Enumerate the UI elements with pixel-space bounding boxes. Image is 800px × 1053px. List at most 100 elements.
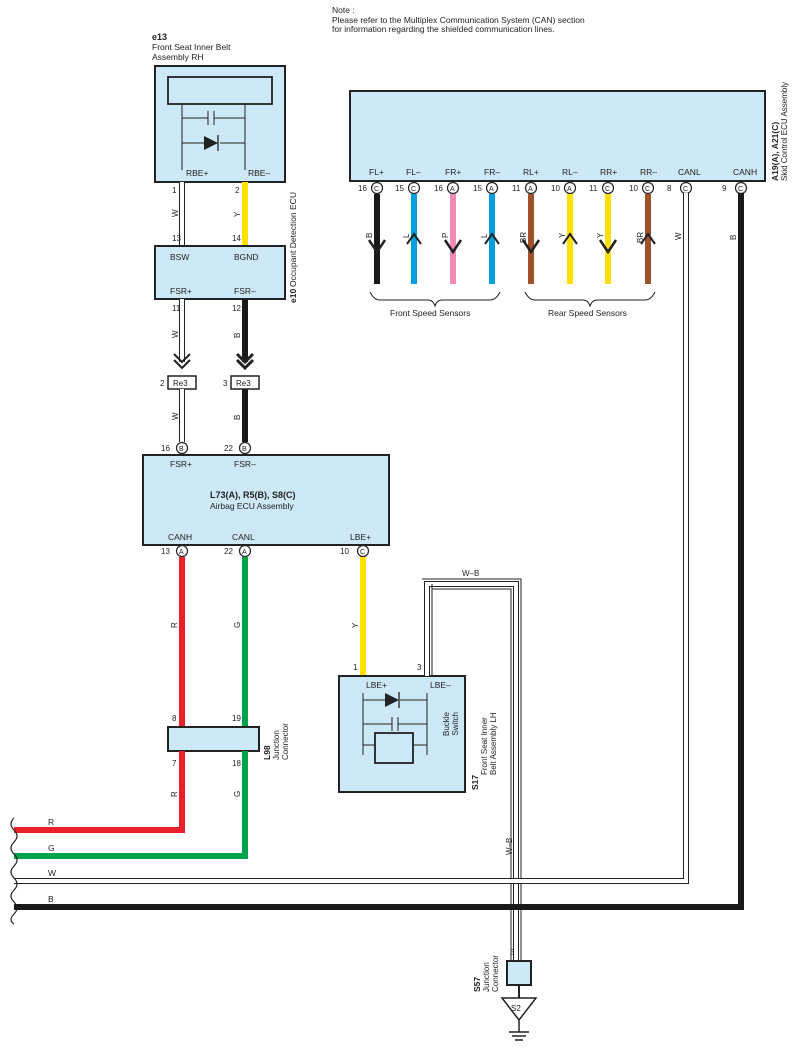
skid-wire-label: Y: [558, 232, 567, 238]
wire-label-shield-top: W–B: [462, 569, 479, 578]
wire-can-airbag: R G: [170, 557, 248, 728]
skid-pin-name: RL–: [562, 167, 578, 177]
airbag-letter-b2: B: [242, 446, 247, 453]
skid-wire-label: P: [441, 233, 450, 238]
skid-pin-name: FR–: [484, 167, 500, 177]
skid-pin-number: 10: [551, 184, 560, 193]
e13-inner-box: [167, 76, 273, 105]
wire-label-re3-right: B: [233, 415, 242, 420]
e13-code: e13: [152, 32, 167, 42]
skid-wire-label: L: [480, 233, 489, 238]
airbag-number-16: 16: [161, 444, 170, 453]
wire-e10-re3: W B: [171, 299, 255, 371]
airbag-letter-a2: A: [242, 549, 247, 556]
re3-pin-3: 3: [223, 379, 228, 388]
l98-box: [167, 726, 260, 752]
rear-speed-sensors-label: Rear Speed Sensors: [548, 308, 627, 318]
e13-name-line2: Assembly RH: [152, 52, 203, 62]
skid-connector-letter: A: [450, 186, 455, 193]
ground-label: S2: [511, 1004, 521, 1013]
connector-chevron-icon: [173, 353, 191, 364]
skid-pin-number: 8: [667, 184, 672, 193]
wire-break-icon: [10, 817, 18, 925]
s17-zener-icon: [385, 693, 399, 707]
e10-pin-fsr-plus: FSR+: [170, 286, 192, 296]
s17-number-1: 1: [353, 663, 358, 672]
skid-name: Skid Control ECU Assembly: [780, 82, 789, 181]
skid-connector-circle: [446, 181, 460, 195]
l98-name-line1: Junction: [272, 730, 281, 760]
airbag-code: L73(A), R5(B), S8(C): [210, 490, 296, 500]
e13-pin-number-2: 2: [235, 186, 240, 195]
e10-pin-bgnd: BGND: [234, 252, 259, 262]
skid-pin-name: RR+: [600, 167, 617, 177]
e13-component: e13 Front Seat Inner Belt Assembly RH RB…: [152, 32, 286, 195]
wire-arrow-up-icon: [562, 232, 578, 245]
wire-arrow-down-icon: [521, 239, 541, 255]
skid-connector-letter: C: [683, 186, 688, 193]
wire-e13-e10: W Y: [171, 182, 248, 245]
skid-connector-circle: [641, 181, 655, 195]
s17-number-3: 3: [417, 663, 422, 672]
bus-label-g: G: [48, 843, 55, 853]
bus-label-r: R: [48, 817, 54, 827]
skid-wire-label: Y: [596, 232, 605, 238]
bus-label-b: B: [48, 894, 54, 904]
s57-component: 5 S57 Junction Connector S2: [472, 948, 538, 1041]
wire-skid-can: W B: [14, 193, 744, 910]
wire-label-canh: R: [170, 622, 179, 628]
skid-connector-letter: C: [374, 186, 379, 193]
airbag-letter-a1: A: [179, 549, 184, 556]
e13-circuit: [181, 104, 246, 170]
connector-chevron-icon: [235, 358, 255, 371]
s17-name-line2: Belt Assembly LH: [489, 712, 498, 775]
speed-sensor-groups: Front Speed Sensors Rear Speed Sensors: [369, 291, 656, 318]
wire-label-canl: G: [233, 622, 242, 628]
s17-component: 1 3 LBE+ LBE– Buckle Switch S17 Front Se…: [338, 663, 498, 793]
wire-l98-bus: R G: [14, 751, 248, 859]
s17-code: S17: [470, 775, 480, 790]
e10-component: 13 14 BSW BGND FSR+ FSR– 11 12 e10 Occup…: [154, 192, 298, 313]
e10-box: [154, 245, 286, 300]
wire-label-l98-left: R: [170, 791, 179, 797]
wire-wb-ground: W–B W–B: [422, 569, 522, 960]
re3-label-right: Re3: [236, 379, 251, 388]
skid-connector-letter: C: [645, 186, 650, 193]
skid-pin-number: 15: [395, 184, 404, 193]
re3-pin-2: 2: [160, 379, 165, 388]
e10-number-13: 13: [172, 234, 181, 243]
s17-switch-line1: Buckle: [442, 711, 451, 736]
skid-pin-name: RL+: [523, 167, 539, 177]
airbag-pin-lbe-plus: LBE+: [350, 532, 371, 542]
e13-name-line1: Front Seat Inner Belt: [152, 42, 231, 52]
ground-triangle-icon: [500, 997, 538, 1022]
l98-number-8: 8: [172, 714, 177, 723]
s57-name-line1: Junction: [482, 962, 491, 992]
skid-pin-name: RR–: [640, 167, 657, 177]
s17-box: [338, 675, 466, 793]
wire-label-e13-left: W: [171, 209, 180, 217]
l98-code: L98: [262, 745, 272, 760]
skid-ecu-component: A19(A), A21(C) Skid Control ECU Assembly…: [349, 82, 789, 284]
skid-connector-circle: [524, 181, 538, 195]
e10-code: e10: [288, 289, 298, 303]
s57-pin-5: 5: [510, 948, 515, 957]
skid-connector-letter: A: [567, 186, 572, 193]
note-block: Note : Please refer to the Multiplex Com…: [332, 5, 585, 35]
skid-code: A19(A), A21(C): [770, 122, 780, 181]
skid-pin-name: FL–: [406, 167, 421, 177]
re3-label-left: Re3: [173, 379, 188, 388]
wire-label-shield-vertical: W–B: [505, 838, 514, 855]
skid-connector-circle: [601, 181, 615, 195]
skid-connector-circle: [485, 181, 499, 195]
note-label: Note :: [332, 5, 355, 15]
bus-labels: R G W B: [10, 817, 56, 925]
skid-pin-name: FL+: [369, 167, 384, 177]
s17-circuit: [362, 693, 428, 755]
l98-name-line2: Connector: [281, 723, 290, 760]
skid-connector-circle: [370, 181, 384, 195]
e10-number-11: 11: [172, 304, 181, 313]
wire-lbe: Y: [351, 557, 366, 676]
skid-pin-number: 11: [512, 184, 521, 193]
